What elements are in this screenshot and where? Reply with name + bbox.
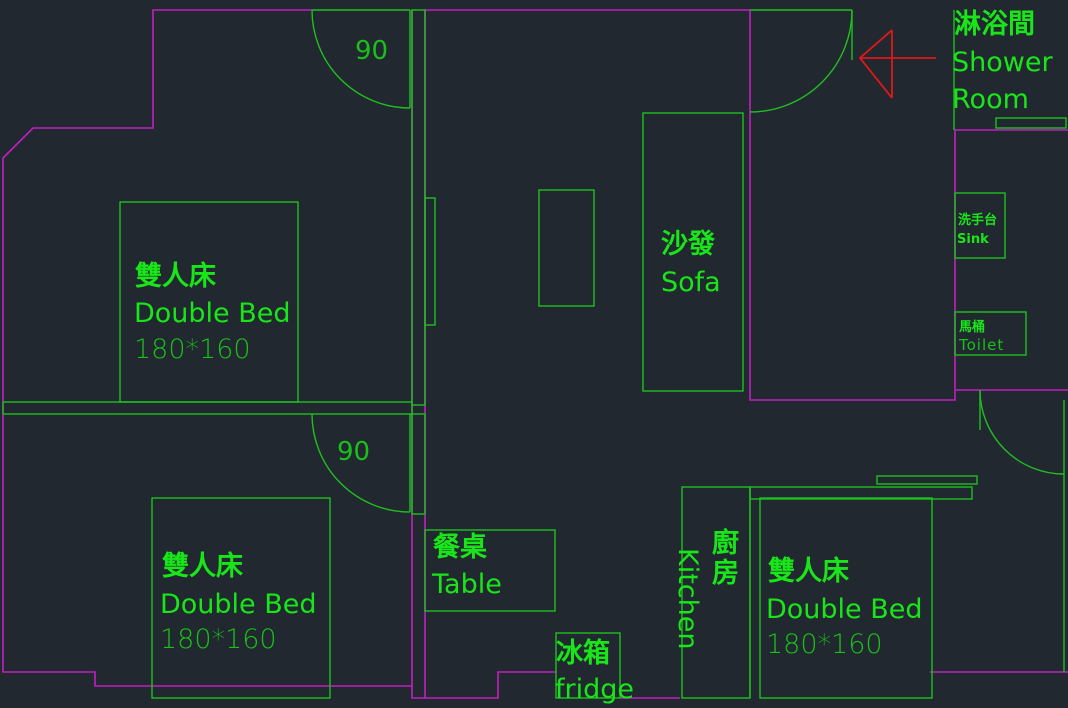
window-strip	[424, 197, 436, 326]
fridge-zh: 冰箱	[556, 637, 610, 669]
entrance-arrow-icon	[858, 29, 936, 99]
bed-tl-en: Double Bed	[134, 298, 291, 329]
kitchen-zh-char: 廚	[712, 527, 739, 559]
dining-table	[424, 529, 556, 612]
threshold	[876, 475, 978, 485]
table-en: Table	[431, 569, 502, 600]
door-angle-middle: 90	[337, 437, 370, 467]
table-zh: 餐桌	[433, 532, 487, 563]
column-strip-low	[411, 413, 426, 515]
column-strip	[411, 9, 426, 406]
labels: 90 90 雙人床 Double Bed 180*160 雙人床 Double …	[134, 9, 1053, 705]
toilet	[954, 311, 1027, 356]
door-tr-swing	[749, 9, 853, 113]
bed-bottom-right	[759, 497, 933, 699]
fridge-en: fridge	[555, 674, 634, 705]
structure	[2, 9, 1067, 672]
bed-bl-size: 180*160	[160, 624, 277, 655]
fridge	[555, 632, 621, 699]
sofa-zh: 沙發	[661, 229, 715, 260]
bed-br-zh: 雙人床	[768, 555, 849, 587]
furniture	[119, 112, 1027, 699]
bed-bl-en: Double Bed	[160, 589, 317, 620]
shower-en-1: Shower	[952, 47, 1053, 78]
door-right-swing	[979, 389, 1065, 475]
kitchen-zh-char: 房	[712, 558, 739, 589]
sink-en: Sink	[957, 232, 989, 247]
door-angle-top: 90	[355, 36, 388, 66]
sink-zh: 洗手台	[958, 212, 997, 228]
door-top-swing	[311, 9, 411, 109]
partition-wall-mid	[2, 401, 413, 415]
shower-ledge	[995, 117, 1067, 129]
sofa	[642, 112, 744, 392]
coffee-table	[538, 189, 595, 307]
kitchen-en: Kitchen	[672, 548, 703, 649]
bath-wall	[749, 10, 1068, 401]
shower-en-2: Room	[952, 84, 1029, 115]
door-mid-swing	[311, 413, 411, 513]
outer-wall-west	[2, 9, 556, 699]
toilet-en: Toilet	[958, 336, 1004, 354]
bed-tl-zh: 雙人床	[135, 260, 216, 292]
bed-br-en: Double Bed	[766, 594, 923, 625]
kitchen-zh: 廚房	[712, 527, 739, 589]
bed-bottom-left	[151, 497, 331, 699]
kitchen-strip	[749, 486, 973, 500]
bed-tl-size: 180*160	[134, 334, 251, 365]
toilet-zh: 馬桶	[959, 319, 985, 335]
sofa-en: Sofa	[661, 267, 721, 298]
sink	[954, 192, 1006, 259]
shower-zh: 淋浴間	[954, 9, 1035, 40]
bed-top-left	[119, 201, 299, 403]
bed-bl-zh: 雙人床	[162, 550, 243, 582]
bed-br-size: 180*160	[766, 629, 883, 660]
